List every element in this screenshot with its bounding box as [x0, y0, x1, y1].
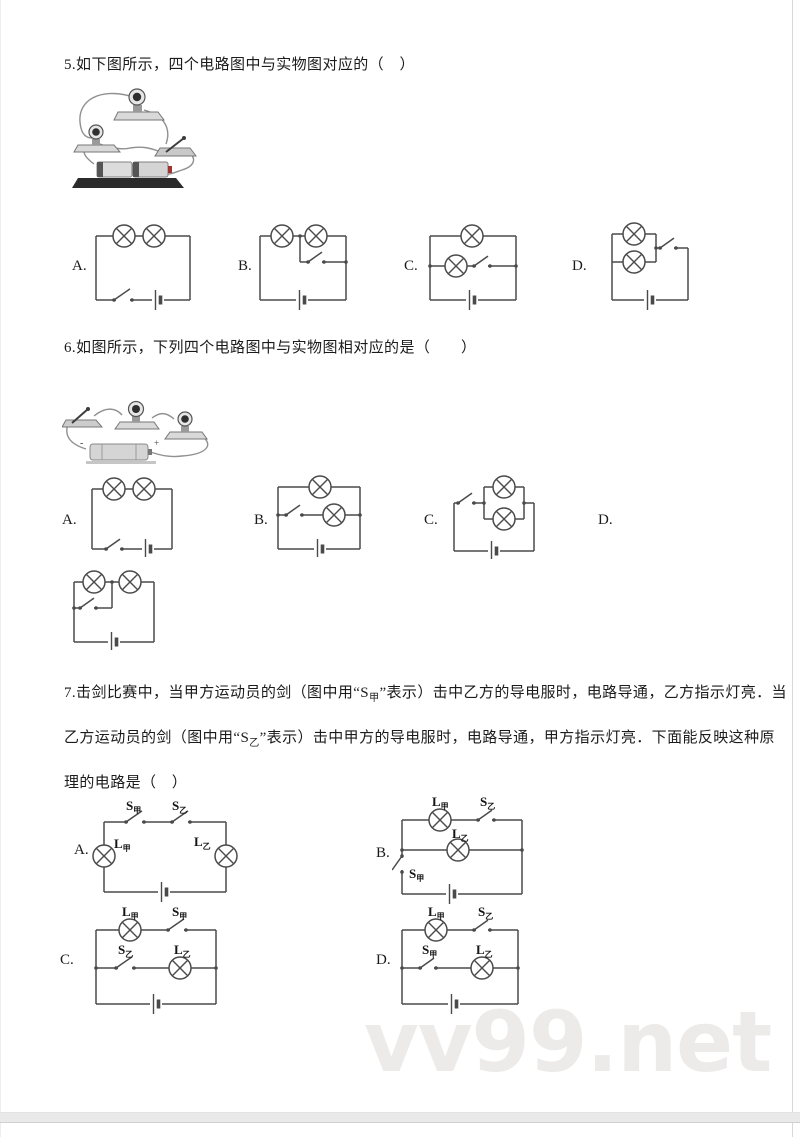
- switch-blade: [105, 538, 121, 550]
- question-5-text: 5.如下图所示，四个电路图中与实物图对应的（ ）: [64, 57, 415, 73]
- q6-circuit-photo: + -: [62, 400, 209, 464]
- battery-cell: + -: [80, 438, 159, 464]
- option-label-q7-a: A.: [74, 842, 89, 858]
- battery-plus-mark: +: [154, 438, 159, 448]
- option-label-q7-b: B.: [376, 845, 390, 861]
- question-7-line2: 乙方运动员的剑（图中用“S乙”表示）击中甲方的导电服时，电路导通，甲方指示灯亮．…: [64, 730, 775, 749]
- switch-blade: [167, 918, 185, 931]
- option-label-q6-a: A.: [62, 512, 77, 528]
- page-right-edge: [792, 0, 793, 1137]
- circuit-diagram-q6-a: [91, 477, 173, 557]
- switch-blade: [171, 810, 189, 823]
- junction-dot: [344, 260, 348, 264]
- option-label-q7-c: C.: [60, 952, 74, 968]
- option-label-q7-d: D.: [376, 952, 391, 968]
- circuit-diagram-q5-b: [259, 224, 348, 311]
- switch-blade: [79, 597, 95, 609]
- component-label: L甲: [122, 904, 139, 921]
- option-label-q6-b: B.: [254, 512, 268, 528]
- option-label-q5-b: B.: [238, 258, 252, 274]
- junction-dot: [400, 848, 404, 852]
- junction-dot: [298, 234, 302, 238]
- component-label: S甲: [422, 942, 437, 959]
- component-label: L甲: [114, 836, 131, 853]
- lamp-stand-1: [114, 400, 160, 430]
- lamp-stand-2: [164, 411, 208, 440]
- knife-switch: [154, 136, 197, 157]
- circuit-diagram-q6-b: [276, 475, 362, 557]
- page-left-edge: [0, 0, 1, 1137]
- switch-blade: [659, 237, 675, 249]
- junction-dot: [522, 501, 526, 505]
- switch-blade: [477, 809, 493, 821]
- question-7-line3: 理的电路是（ ）: [64, 775, 188, 791]
- option-label-q5-a: A.: [72, 258, 87, 274]
- junction-dot: [516, 966, 520, 970]
- switch-blade: [419, 957, 435, 969]
- circuit-diagram-q6-d: [72, 570, 155, 650]
- battery-base: [72, 161, 184, 188]
- junction-dot: [358, 513, 362, 517]
- circuit-diagram-q7-a: S甲 S乙 L甲 L乙: [92, 798, 238, 903]
- component-label: L乙: [194, 834, 211, 851]
- circuit-diagram-q5-d: [611, 222, 689, 311]
- circuit-diagram-q5-c: [428, 224, 518, 311]
- junction-dot: [514, 264, 518, 268]
- component-label: S甲: [409, 866, 424, 883]
- component-label: L乙: [476, 942, 493, 959]
- battery-minus-mark: -: [80, 438, 83, 449]
- component-label: S乙: [172, 798, 187, 815]
- component-label: L乙: [452, 826, 469, 843]
- junction-dot: [110, 580, 114, 584]
- switch-blade: [113, 288, 131, 301]
- question-6-text: 6.如图所示，下列四个电路图中与实物图相对应的是（ ）: [64, 340, 477, 356]
- junction-dot: [214, 966, 218, 970]
- watermark: vv99.net: [364, 993, 772, 1091]
- switch-blade: [457, 492, 473, 504]
- junction-dot: [482, 501, 486, 505]
- circuit-diagram-q7-b: L甲 S乙 L乙 S甲: [392, 794, 524, 905]
- circuit-diagram-q7-d: L甲 S乙 S甲 L乙: [400, 904, 520, 1014]
- q5-circuit-photo: [72, 88, 197, 188]
- knife-switch: [62, 407, 104, 428]
- component-label: S甲: [126, 798, 141, 815]
- junction-dot: [654, 246, 658, 250]
- option-label-q6-d: D.: [598, 512, 613, 528]
- junction-dot: [400, 966, 404, 970]
- component-label: S乙: [118, 942, 133, 959]
- option-label-q6-c: C.: [424, 512, 438, 528]
- component-label: S乙: [478, 904, 493, 921]
- switch-blade: [392, 855, 403, 871]
- junction-dot: [94, 966, 98, 970]
- lamp-stand-left: [73, 124, 122, 153]
- switch-blade: [285, 504, 301, 516]
- circuit-diagram-q7-c: L甲 S甲 S乙 L乙: [94, 904, 218, 1014]
- component-label: S甲: [172, 904, 187, 921]
- question-7-line1: 7.击剑比赛中，当甲方运动员的剑（图中用“S甲”表示）击中乙方的导电服时，电路导…: [64, 685, 787, 704]
- switch-blade: [115, 956, 133, 969]
- switch-blade: [473, 255, 489, 267]
- switch-blade: [307, 251, 323, 263]
- option-label-q5-c: C.: [404, 258, 418, 274]
- component-label: L乙: [174, 942, 191, 959]
- switch-blade: [125, 810, 143, 823]
- junction-dot: [276, 513, 280, 517]
- component-label: S乙: [480, 794, 495, 811]
- circuit-diagram-q5-a: [95, 224, 191, 311]
- option-label-q5-d: D.: [572, 258, 587, 274]
- switch-blade: [473, 919, 489, 931]
- junction-dot: [72, 606, 76, 610]
- junction-dot: [428, 264, 432, 268]
- page-gap-band: [0, 1112, 800, 1123]
- junction-dot: [520, 848, 524, 852]
- component-label: L甲: [432, 794, 449, 811]
- component-label: L甲: [428, 904, 445, 921]
- circuit-diagram-q6-c: [453, 475, 535, 559]
- lamp-stand-top: [113, 88, 165, 121]
